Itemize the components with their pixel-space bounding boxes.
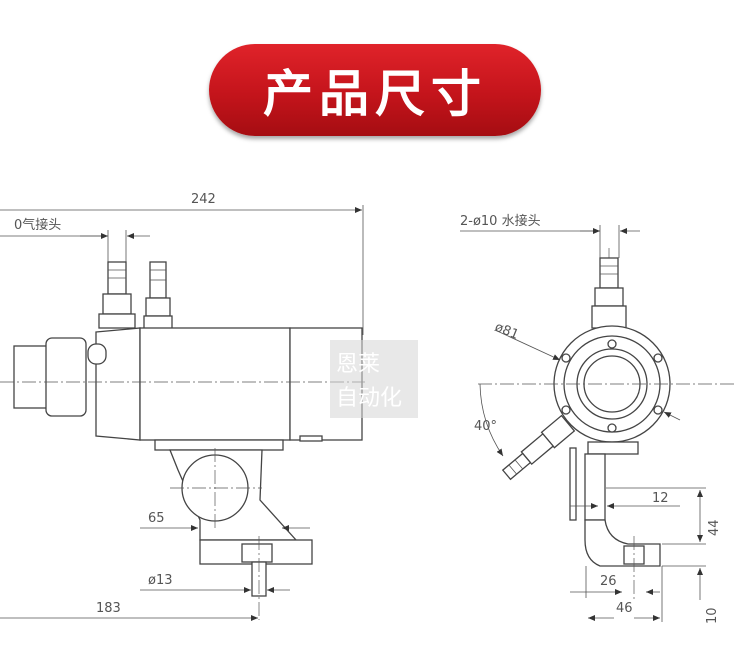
nozzle-collar [45,337,87,417]
dim-26-label: 26 [600,574,617,589]
main-cylinder [139,327,291,441]
dim-phi81-label: ø81 [493,320,521,343]
flange-foot [587,441,639,455]
base-counterbore [241,543,273,563]
bracket-foot [584,519,661,567]
right-end-view: 2-ø10 水接头 ø81 [460,213,735,624]
bolt-hole-lower-right [653,405,663,415]
dim-10-label: 10 [705,607,720,624]
dim-44-label: 44 [707,519,722,536]
bolt-hole-bottom [607,423,617,433]
dim-40deg-arc [479,383,504,457]
bolt-hole-lower-left [561,405,571,415]
bolt-hole-top [607,339,617,349]
title-banner: 产品尺寸 [209,44,541,136]
dim-40deg-label: 40° [474,419,497,434]
air-fitting-left [98,261,136,329]
left-side-view: 242 0气接头 [0,192,365,621]
watermark-line2: 自动化 [336,386,402,411]
dim-46-label: 46 [616,601,633,616]
water-fitting-top [591,257,627,329]
water-fitting-label: 2-ø10 水接头 [460,213,541,229]
bracket-plate-left [569,447,577,521]
bracket-vertical [584,453,606,521]
rear-tab [299,435,323,442]
bolt-hole-upper-right [653,353,663,363]
air-fitting-right [143,261,173,331]
watermark-line1: 恩莱 [336,352,380,377]
dim-183-label: 183 [96,601,121,616]
bracket-plate [154,439,284,451]
dim-65-label: 65 [148,511,165,526]
water-fitting-angled [501,414,576,481]
page-title: 产品尺寸 [263,65,487,123]
air-fitting-label: 0气接头 [14,217,61,233]
dim-phi81-leader [494,329,561,361]
bolt-hole-upper-left [561,353,571,363]
dim-242-label: 242 [191,192,216,207]
watermark: 恩莱 自动化 [330,340,418,418]
nozzle-tube [13,345,49,409]
dim-12-label: 12 [652,491,669,506]
nozzle-knob [87,343,107,365]
dim-phi13-label: ø13 [148,573,173,588]
